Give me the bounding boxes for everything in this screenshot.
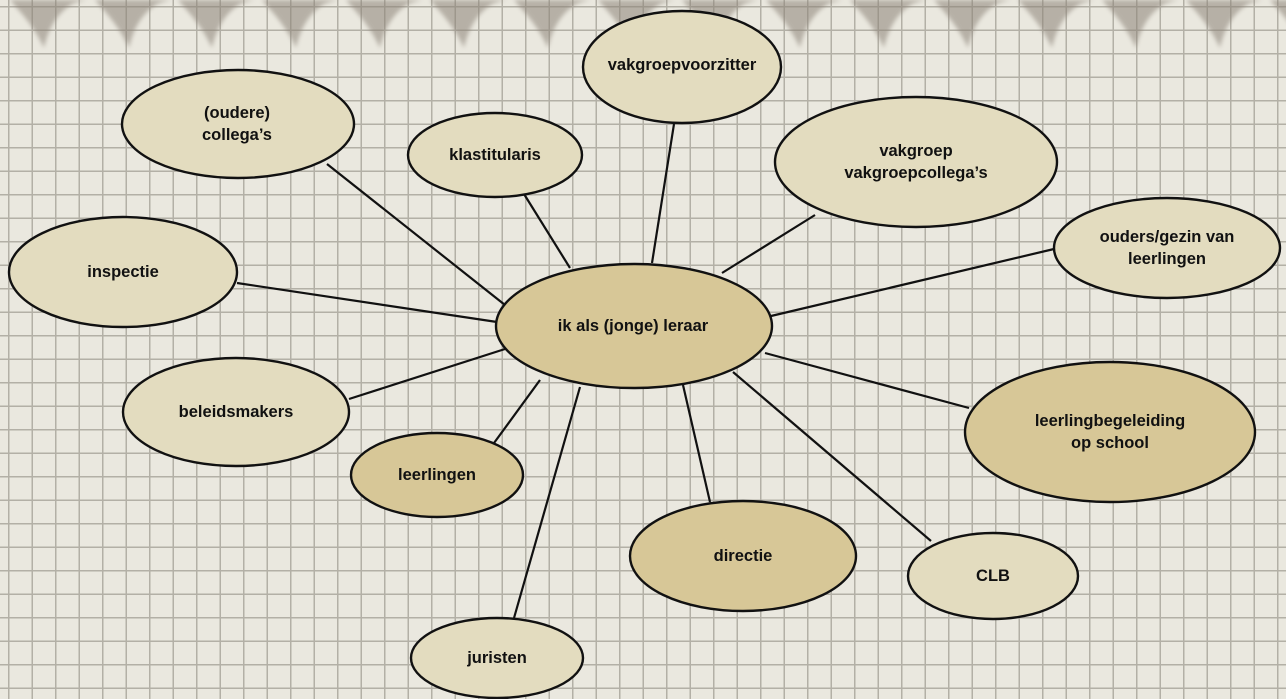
bird-silhouette	[766, 0, 844, 48]
bird-silhouette	[1018, 0, 1096, 48]
center-node: ik als (jonge) leraar	[494, 262, 774, 390]
bird-silhouette	[1186, 0, 1264, 48]
node-klastitularis-label: klastitularis	[449, 146, 541, 164]
connector-leerlingen	[493, 379, 541, 444]
node-vakgroep: vakgroep vakgroepcollega’s	[773, 95, 1059, 229]
node-shape-clb	[906, 531, 1080, 621]
node-shape-leerlingen	[349, 431, 525, 519]
bird-silhouette	[346, 0, 424, 48]
bird-silhouette	[262, 0, 340, 48]
node-shape-ouders	[1052, 196, 1282, 300]
connector-clb	[732, 371, 932, 542]
connector-juristen	[512, 386, 582, 619]
bird-silhouette	[514, 0, 592, 48]
node-leerlingen-label: leerlingen	[398, 466, 476, 484]
node-shape-leerlingbegeleiding	[963, 360, 1257, 504]
connector-directie	[681, 384, 712, 503]
node-shape-oudere-collegas	[120, 68, 356, 180]
center-node-shape	[494, 262, 774, 390]
bird-silhouette	[1270, 0, 1286, 19]
node-clb: CLB	[906, 531, 1080, 621]
node-clb-label: CLB	[976, 567, 1010, 585]
node-oudere-collegas-label: collega’s	[202, 126, 272, 144]
node-vakgroepvoorzitter-label: vakgroepvoorzitter	[608, 56, 757, 74]
node-juristen: juristen	[409, 616, 585, 699]
node-shape-beleidsmakers	[121, 356, 351, 468]
node-inspectie: inspectie	[7, 215, 239, 329]
node-shape-klastitularis	[406, 111, 584, 199]
bird-silhouette	[850, 0, 928, 48]
bird-silhouette	[934, 0, 1012, 48]
node-inspectie-label: inspectie	[87, 263, 159, 281]
node-oudere-collegas: (oudere) collega’s	[120, 68, 356, 180]
node-leerlingbegeleiding-label: leerlingbegeleiding	[1035, 412, 1185, 430]
connector-beleidsmakers	[348, 347, 506, 401]
node-shape-inspectie	[7, 215, 239, 329]
node-klastitularis: klastitularis	[406, 111, 584, 199]
connector-lines	[236, 123, 1055, 619]
node-ouders-label: ouders/gezin van	[1100, 228, 1235, 246]
node-oudere-collegas-label: (oudere)	[204, 104, 270, 122]
bird-silhouette	[95, 0, 173, 48]
node-shape-vakgroepvoorzitter	[581, 9, 783, 125]
connector-klastitularis	[523, 193, 571, 269]
node-ouders-label: leerlingen	[1128, 250, 1206, 268]
node-beleidsmakers: beleidsmakers	[121, 356, 351, 468]
node-directie-label: directie	[714, 547, 773, 565]
node-vakgroep-label: vakgroepcollega’s	[844, 164, 987, 182]
node-shape-directie	[628, 499, 858, 613]
node-vakgroep-label: vakgroep	[879, 142, 952, 160]
center-node-label: ik als (jonge) leraar	[558, 317, 709, 335]
diagram-nodes: (oudere) collega’s klastitularis vakgroepvo…	[7, 9, 1282, 699]
node-leerlingen: leerlingen	[349, 431, 525, 519]
node-directie: directie	[628, 499, 858, 613]
connector-ouders	[770, 247, 1055, 318]
node-shape-vakgroep	[773, 95, 1059, 229]
connector-oudere-collegas	[326, 163, 506, 306]
node-shape-juristen	[409, 616, 585, 699]
node-leerlingbegeleiding: leerlingbegeleiding op school	[963, 360, 1257, 504]
node-juristen-label: juristen	[466, 649, 527, 667]
bird-silhouette	[10, 0, 88, 48]
connector-leerlingbegeleiding	[764, 351, 970, 410]
bird-silhouette	[178, 0, 256, 48]
connector-inspectie	[236, 281, 498, 324]
connector-vakgroepvoorzitter	[650, 123, 676, 264]
node-ouders: ouders/gezin van leerlingen	[1052, 196, 1282, 300]
node-vakgroepvoorzitter: vakgroepvoorzitter	[581, 9, 783, 125]
bird-silhouette	[1102, 0, 1180, 48]
bird-silhouette	[430, 0, 508, 48]
connector-vakgroep	[721, 214, 816, 274]
node-beleidsmakers-label: beleidsmakers	[179, 403, 294, 421]
node-leerlingbegeleiding-label: op school	[1071, 434, 1149, 452]
